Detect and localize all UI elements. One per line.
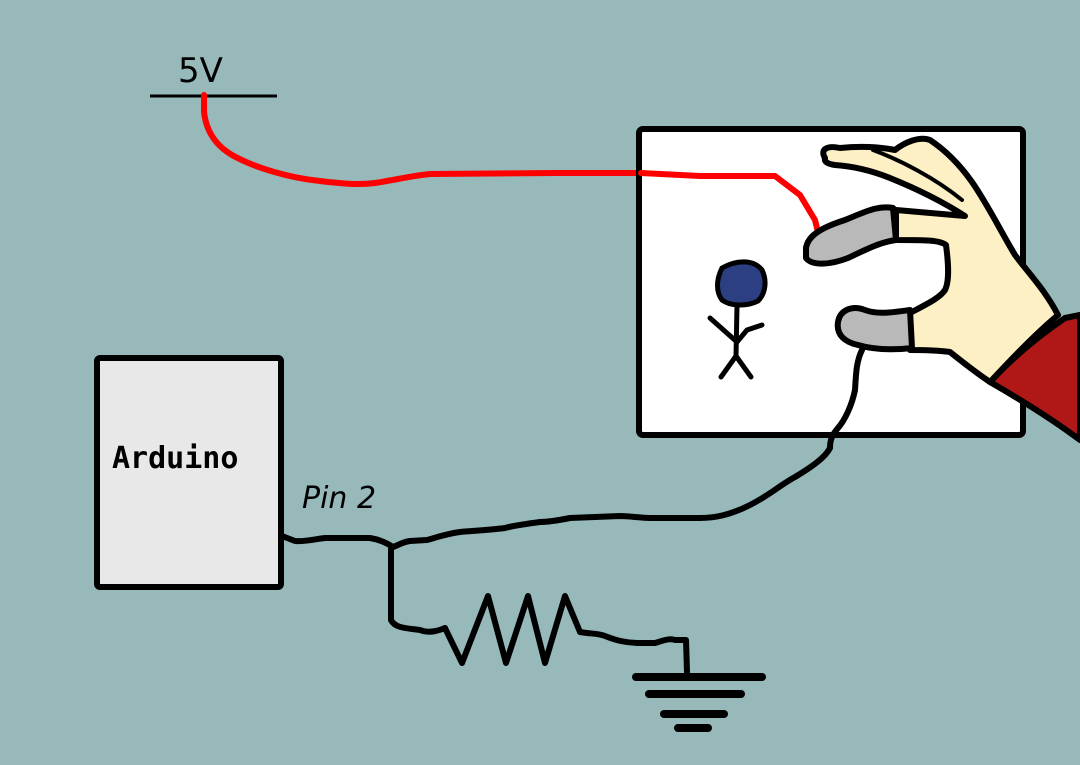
lower-finger-contact bbox=[834, 305, 915, 353]
ground-wire bbox=[577, 629, 690, 675]
touch-panel bbox=[636, 126, 1026, 438]
voltage-label: 5V bbox=[178, 51, 223, 91]
figure-body bbox=[733, 303, 740, 359]
resistor bbox=[442, 593, 583, 666]
voltage-supply: 5V bbox=[150, 51, 277, 98]
ground-symbol bbox=[632, 673, 766, 732]
palm bbox=[820, 135, 1061, 385]
arduino-label: Arduino bbox=[112, 441, 238, 476]
pin-wire bbox=[279, 533, 396, 550]
hand bbox=[803, 135, 1080, 443]
figure-arms bbox=[707, 315, 765, 345]
figure-head bbox=[715, 259, 768, 308]
signal-wire bbox=[390, 347, 865, 550]
pulldown-wire bbox=[388, 544, 448, 635]
supply-wire-panel-segment bbox=[638, 170, 823, 243]
arduino-board: Arduino bbox=[94, 355, 284, 590]
figure-legs bbox=[718, 353, 754, 380]
upper-finger-contact bbox=[803, 204, 899, 267]
arduino-box bbox=[94, 355, 284, 590]
finger-crease bbox=[871, 148, 964, 202]
pin-label: Pin 2 bbox=[302, 481, 376, 516]
stick-figure bbox=[707, 259, 768, 380]
supply-wire bbox=[201, 92, 823, 243]
